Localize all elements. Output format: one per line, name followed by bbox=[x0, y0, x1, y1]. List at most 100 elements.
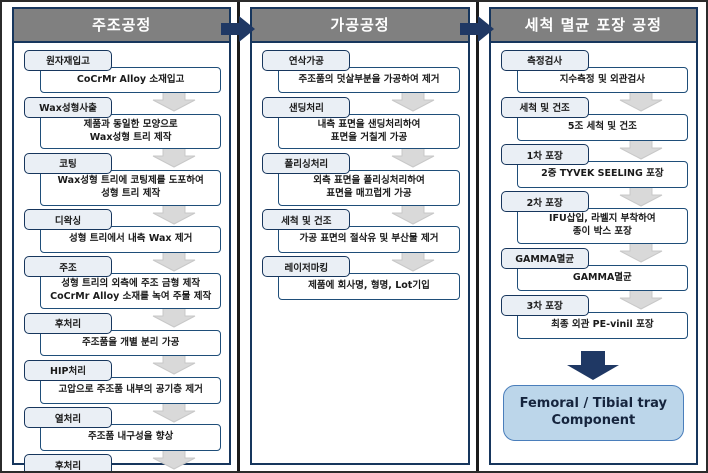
step-label[interactable]: 세척 및 건조 bbox=[262, 209, 351, 231]
step-description-line: CoCrMr Alloy 소재를 녹여 주물 제작 bbox=[50, 291, 212, 303]
stage-arrow-casting-to-machining bbox=[221, 14, 255, 44]
step-label[interactable]: 후처리 bbox=[24, 312, 112, 334]
step-description: 성형 트리에서 내측 Wax 제거 bbox=[40, 226, 222, 253]
step-label[interactable]: Wax성형사출 bbox=[24, 96, 112, 118]
step-description-line: 가공 표면의 절삭유 및 부산물 제거 bbox=[299, 233, 439, 245]
step-description-line: 표면을 매끄럽게 가공 bbox=[326, 187, 412, 199]
step-description-line: 주조품 내구성을 향상 bbox=[88, 431, 174, 443]
step-description-line: 표면을 거칠게 가공 bbox=[330, 131, 408, 143]
step-label[interactable]: 연삭가공 bbox=[262, 49, 351, 71]
step-description: 가공 표면의 절삭유 및 부산물 제거 bbox=[278, 226, 460, 253]
panel-title-packaging: 세척 멸균 포장 공정 bbox=[490, 9, 697, 43]
step-description: 2중 TYVEK SEELING 포장 bbox=[516, 161, 689, 188]
step-label[interactable]: 디왁싱 bbox=[24, 209, 112, 231]
step-description-line: IFU삽입, 라벨지 부착하여 bbox=[549, 213, 656, 225]
step-label[interactable]: 샌딩처리 bbox=[262, 96, 351, 118]
step-description: 고압으로 주조품 내부의 공기층 제거 bbox=[40, 376, 222, 404]
step-label[interactable]: 코팅 bbox=[24, 152, 112, 174]
step-label[interactable]: 1차 포장 bbox=[500, 144, 589, 166]
step-description-line: GAMMA멸균 bbox=[572, 271, 632, 283]
step-label[interactable]: 레이저마킹 bbox=[262, 256, 351, 278]
step-label[interactable]: 3차 포장 bbox=[500, 294, 589, 316]
process-step: 세척 및 건조 5조 세척 및 건조 bbox=[497, 88, 690, 141]
column-divider-2 bbox=[475, 2, 479, 471]
step-description-line: 성형 트리에서 내측 Wax 제거 bbox=[69, 233, 193, 245]
step-description-line: 성형 트리의 외측에 주조 금형 제작 bbox=[61, 278, 201, 290]
panel-title-casting: 주조공정 bbox=[14, 9, 230, 43]
step-label[interactable]: 후처리 bbox=[24, 454, 112, 471]
step-description-line: 최종 외관 PE-vinil 포장 bbox=[551, 318, 654, 330]
step-description-line: 내측 표면을 샌딩처리하여 bbox=[317, 118, 421, 130]
panel-title-machining: 가공공정 bbox=[252, 9, 468, 43]
step-description: 최종 외관 PE-vinil 포장 bbox=[516, 311, 689, 339]
step-description-line: 5조 세척 및 건조 bbox=[567, 120, 637, 132]
process-step: GAMMA멸균 GAMMA멸균 bbox=[497, 239, 690, 292]
step-description-line: 2중 TYVEK SEELING 포장 bbox=[541, 168, 664, 180]
step-description: 지수측정 및 외관검사 bbox=[516, 66, 689, 94]
step-description: 주조품의 덧살부분을 가공하여 제거 bbox=[278, 66, 460, 94]
step-description-line: Wax성형 트리 제작 bbox=[89, 131, 172, 143]
step-description: 주조품을 개별 분리 가공 bbox=[40, 329, 222, 357]
step-label[interactable]: 2차 포장 bbox=[500, 191, 589, 213]
step-description-line: 성형 트리 제작 bbox=[101, 187, 161, 199]
step-label[interactable]: 측정검사 bbox=[500, 49, 589, 71]
final-product-line: Component bbox=[551, 412, 636, 428]
step-description-line: 외측 표면을 폴리싱처리하여 bbox=[313, 174, 425, 186]
step-description: GAMMA멸균 bbox=[516, 264, 689, 292]
step-description: 제품에 회사명, 형명, Lot기입 bbox=[278, 273, 460, 301]
process-step: 원자재입고 CoCrMr Alloy 소재입고 bbox=[20, 49, 223, 94]
step-label[interactable]: 열처리 bbox=[24, 407, 112, 429]
step-label[interactable]: HIP처리 bbox=[24, 359, 112, 381]
column-divider-1 bbox=[237, 2, 241, 471]
step-description-line: 지수측정 및 외관검사 bbox=[559, 73, 645, 85]
step-description-line: CoCrMr Alloy 소재입고 bbox=[76, 73, 185, 85]
step-label[interactable]: 원자재입고 bbox=[24, 49, 112, 71]
step-description-line: 고압으로 주조품 내부의 공기층 제거 bbox=[58, 383, 203, 395]
process-step: 1차 포장 2중 TYVEK SEELING 포장 bbox=[497, 135, 690, 188]
step-description-line: 종이 박스 포장 bbox=[572, 226, 632, 238]
step-description-line: 주조품의 덧살부분을 가공하여 제거 bbox=[298, 73, 440, 85]
step-description-line: 주조품을 개별 분리 가공 bbox=[82, 336, 180, 348]
final-product-line: Femoral / Tibial tray bbox=[519, 395, 668, 411]
step-label[interactable]: 세척 및 건조 bbox=[500, 96, 589, 118]
step-label[interactable]: GAMMA멸균 bbox=[500, 247, 589, 269]
step-description-line: 제품에 회사명, 형명, Lot기입 bbox=[308, 280, 430, 292]
stage-arrow-machining-to-packaging bbox=[460, 14, 494, 44]
step-label[interactable]: 주조 bbox=[24, 256, 112, 278]
step-label[interactable]: 폴리싱처리 bbox=[262, 152, 351, 174]
final-down-arrow-icon bbox=[565, 350, 621, 381]
